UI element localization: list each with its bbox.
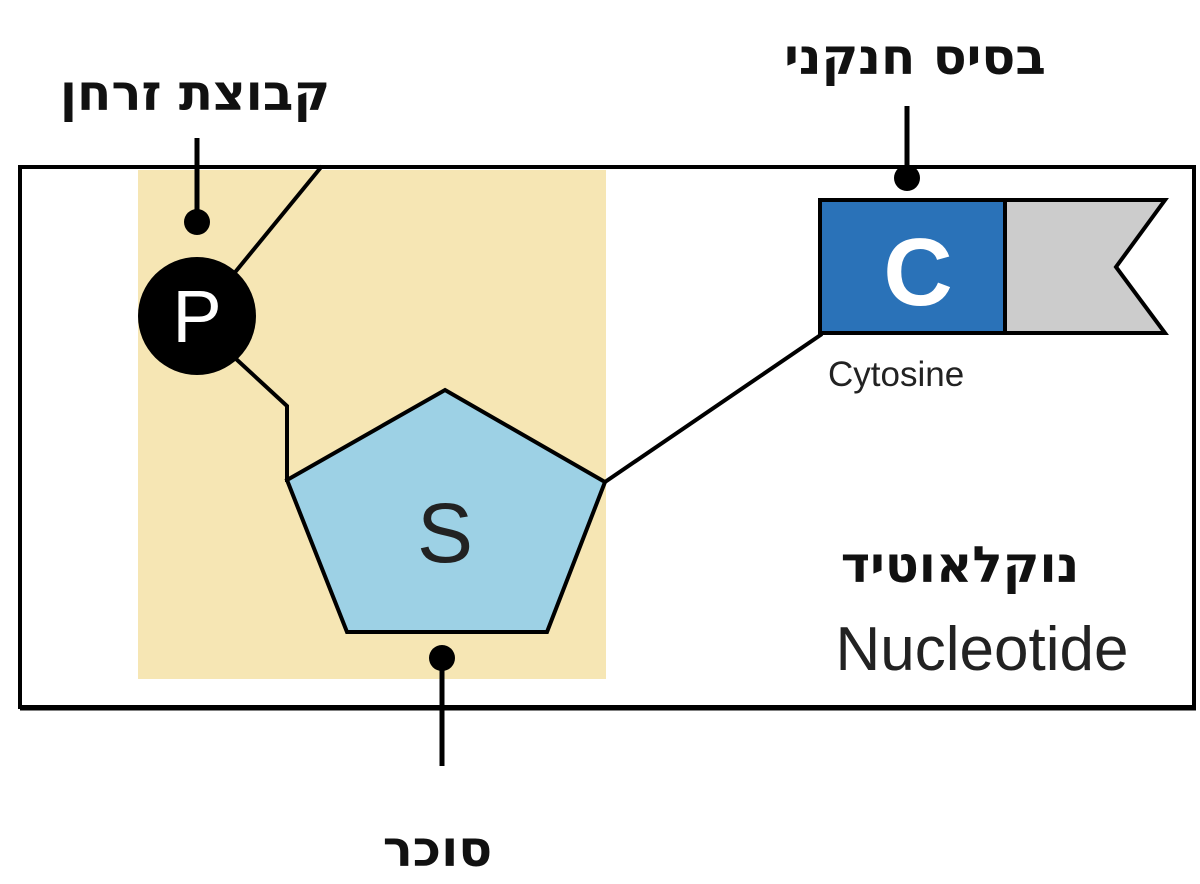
base-tail: [1003, 198, 1169, 335]
pointer-dot-sugar: [429, 645, 455, 671]
phosphate-group-label: קבוצת זרחן: [59, 64, 331, 122]
sugar-pentagon: [284, 387, 608, 634]
phosphate-circle: [138, 257, 256, 375]
base-symbol: C: [883, 219, 952, 326]
sugar-label: סוכר: [382, 820, 493, 878]
phosphate-symbol: P: [172, 275, 221, 358]
cytosine-label: Cytosine: [828, 355, 964, 394]
nitrogenous-base-label: בסיס חנקני: [784, 28, 1046, 86]
bond-sugar-base: [603, 332, 824, 484]
pointer-dot-phosphate: [184, 209, 210, 235]
sugar-symbol: S: [417, 486, 473, 580]
nucleotide-hebrew-label: נוקלאוטיד: [840, 536, 1080, 594]
pointer-dot-base: [894, 165, 920, 191]
base-block: [818, 198, 1007, 335]
nucleotide-english-label: Nucleotide: [836, 615, 1129, 684]
bond-line-top: [230, 164, 324, 278]
bond-phosphate-sugar: [233, 356, 289, 482]
